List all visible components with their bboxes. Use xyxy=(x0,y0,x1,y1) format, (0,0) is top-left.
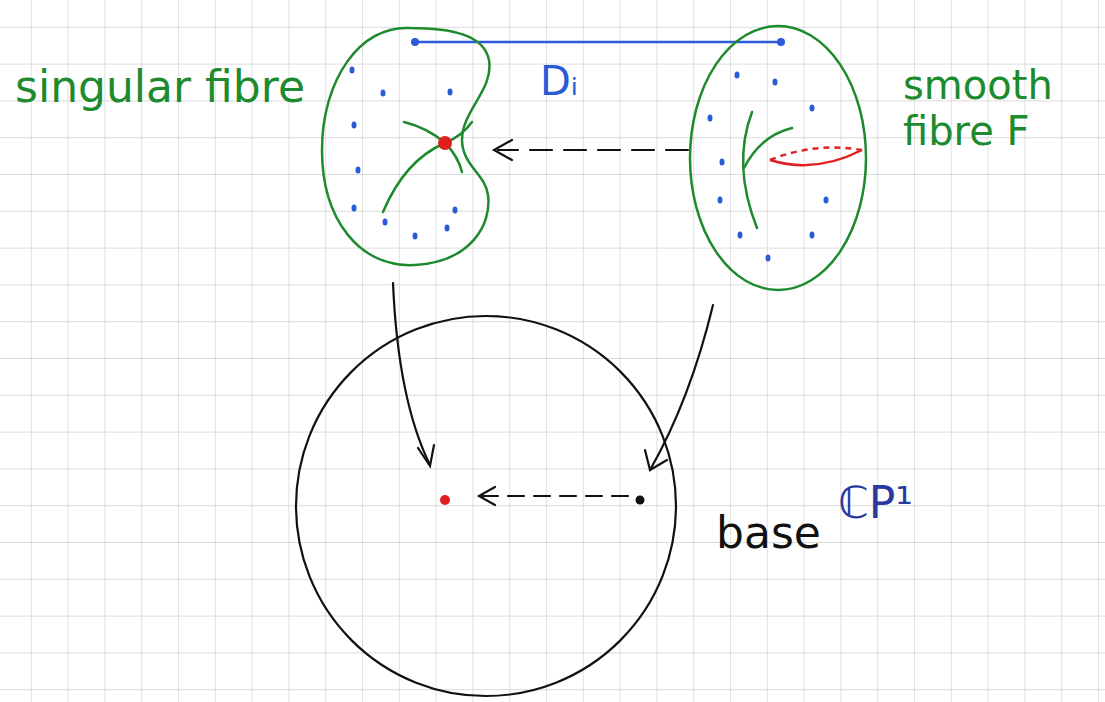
annotation-label: ℂP¹ xyxy=(838,478,913,529)
annotation-label: smooth fibre F xyxy=(903,62,1098,154)
point-dots xyxy=(350,67,829,262)
degeneration-arrow xyxy=(494,140,688,160)
annotation-label: singular fibre xyxy=(15,62,305,113)
singular-torus xyxy=(322,28,490,265)
regular-value xyxy=(636,496,645,505)
critical-value xyxy=(440,495,450,505)
singular-point xyxy=(438,136,452,150)
annotation-label: Dᵢ xyxy=(540,58,578,104)
section-point xyxy=(411,38,419,46)
vanishing-cycle xyxy=(770,150,862,165)
smooth-torus xyxy=(690,26,866,290)
annotation-label: base xyxy=(716,508,821,559)
vanishing-cycle xyxy=(770,148,862,160)
base-sphere xyxy=(296,316,676,696)
section-point xyxy=(777,38,785,46)
divisor-line xyxy=(415,41,781,44)
base-arrow xyxy=(479,487,628,505)
